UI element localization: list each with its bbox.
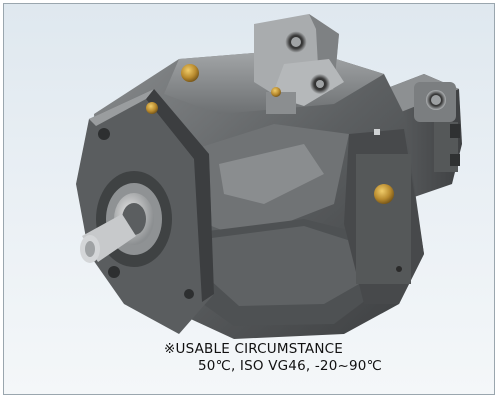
caption-heading: ※USABLE CIRCUMSTANCE (164, 341, 343, 357)
image-frame: ※USABLE CIRCUMSTANCE 50℃, ISO VG46, -20~… (3, 3, 495, 395)
hydraulic-pump-illustration (76, 14, 462, 339)
brass-plugs (146, 64, 281, 114)
usage-caption: ※USABLE CIRCUMSTANCE 50℃, ISO VG46, -20~… (164, 341, 384, 375)
caption-conditions: 50℃, ISO VG46, -20~90℃ (198, 358, 382, 374)
drive-shaft (80, 171, 172, 267)
